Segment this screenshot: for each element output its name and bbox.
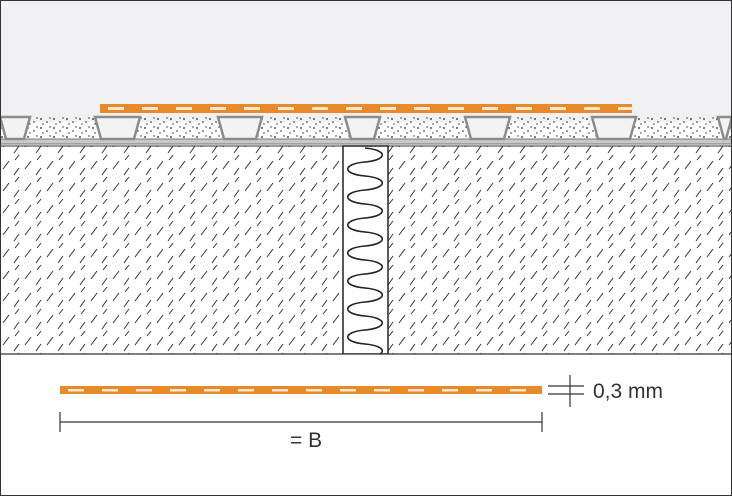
profile-stud <box>93 115 142 141</box>
membrane-fleece-dash <box>476 389 492 392</box>
membrane-fleece-dash <box>136 389 152 392</box>
membrane-fleece-dash <box>510 389 526 392</box>
membrane-fleece-dash <box>408 389 424 392</box>
membrane-fleece-dash <box>312 107 328 110</box>
membrane-fleece-dash <box>584 107 600 110</box>
membrane-fleece-dash <box>618 107 634 110</box>
membrane-fleece-dash <box>448 107 464 110</box>
membrane-fleece-dash <box>346 107 362 110</box>
profile-stud <box>343 115 382 141</box>
grey-profile-strip <box>0 115 732 145</box>
membrane-fleece-dash <box>340 389 356 392</box>
profile-stud <box>463 115 512 141</box>
profile-stud <box>716 115 732 141</box>
membrane-fleece-dash <box>442 389 458 392</box>
membrane-fleece-dash <box>244 107 260 110</box>
membrane-fleece-dash <box>374 389 390 392</box>
thickness-marker <box>548 375 584 407</box>
membrane-fleece-dash <box>176 107 192 110</box>
membrane-fleece-dash <box>380 107 396 110</box>
membrane-fleece-dash <box>102 389 118 392</box>
membrane-fleece-dash <box>482 107 498 110</box>
thickness-label: 0,3 mm <box>593 380 663 403</box>
membrane-fleece-dash <box>278 107 294 110</box>
profile-stud <box>216 115 264 141</box>
membrane-top <box>100 104 634 113</box>
joint-filler-foam <box>342 145 389 373</box>
concrete-slab-right <box>387 145 732 355</box>
membrane-detail <box>60 386 542 394</box>
membrane-fleece-dash <box>142 107 158 110</box>
lower-background <box>0 354 732 496</box>
membrane-fleece-dash <box>272 389 288 392</box>
membrane-fleece-dash <box>108 107 124 110</box>
membrane-fleece-dash <box>516 107 532 110</box>
membrane-fleece-dash <box>550 107 566 110</box>
membrane-fleece-dash <box>204 389 220 392</box>
membrane-fleece-dash <box>414 107 430 110</box>
upper-background <box>0 0 732 122</box>
membrane-fleece-dash <box>68 389 84 392</box>
width-dimension-line <box>59 412 543 432</box>
membrane-fleece-dash <box>238 389 254 392</box>
width-label: = B <box>290 429 322 452</box>
membrane-fleece-dash <box>306 389 322 392</box>
membrane-fleece-dash <box>210 107 226 110</box>
profile-stud <box>0 115 32 141</box>
membrane-fleece-dash <box>170 389 186 392</box>
profile-stud <box>590 115 638 141</box>
concrete-slab-left <box>0 145 344 355</box>
